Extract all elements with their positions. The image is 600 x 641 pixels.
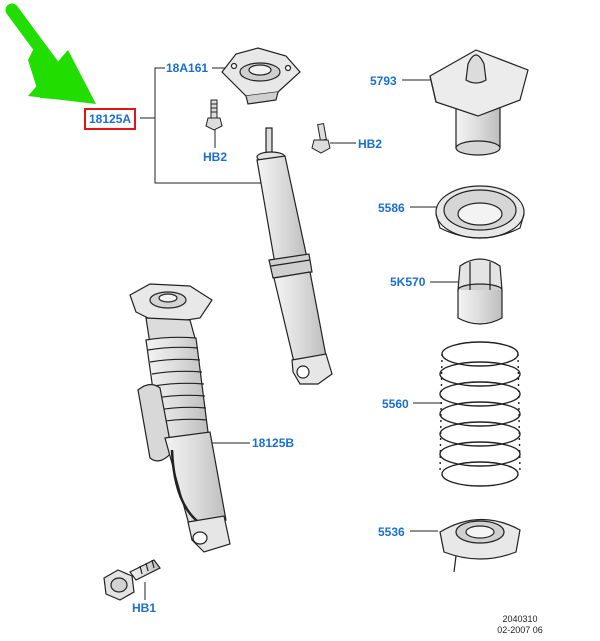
upper-spring-seat-drawing — [435, 185, 525, 239]
callout-5560[interactable]: 5560 — [382, 397, 409, 411]
callout-hb2-right[interactable]: HB2 — [358, 137, 383, 151]
drawing-reference: 2040310 02-2007 06 — [488, 614, 552, 636]
upper-mount-drawing — [221, 47, 301, 105]
callout-hb2-left[interactable]: HB2 — [203, 150, 228, 164]
callout-5586[interactable]: 5586 — [378, 201, 405, 215]
leader-lines — [140, 67, 458, 600]
callout-hb1[interactable]: HB1 — [132, 601, 157, 615]
callout-5536[interactable]: 5536 — [378, 525, 405, 539]
bump-stop-cover-drawing — [429, 49, 529, 156]
lower-spring-seat-drawing — [439, 518, 521, 573]
air-strut-drawing — [129, 283, 231, 553]
pointer-arrow — [5, 3, 96, 104]
drawing-number: 2040310 — [502, 614, 538, 624]
hb2-bolt-right-drawing — [311, 123, 331, 154]
shock-absorber-drawing — [256, 127, 333, 385]
hb1-bolt-drawing — [103, 559, 161, 601]
drawing-date: 02-2007 06 — [497, 625, 543, 635]
hb2-bolt-left-drawing — [205, 99, 223, 131]
callout-5793[interactable]: 5793 — [370, 74, 397, 88]
coil-spring-drawing — [439, 341, 521, 487]
bump-stop-drawing — [457, 258, 503, 325]
callout-18125b[interactable]: 18125B — [252, 436, 295, 450]
callout-18125a[interactable]: 18125A — [84, 108, 137, 130]
callout-18a161[interactable]: 18A161 — [166, 61, 209, 75]
callout-5k570[interactable]: 5K570 — [390, 275, 426, 289]
